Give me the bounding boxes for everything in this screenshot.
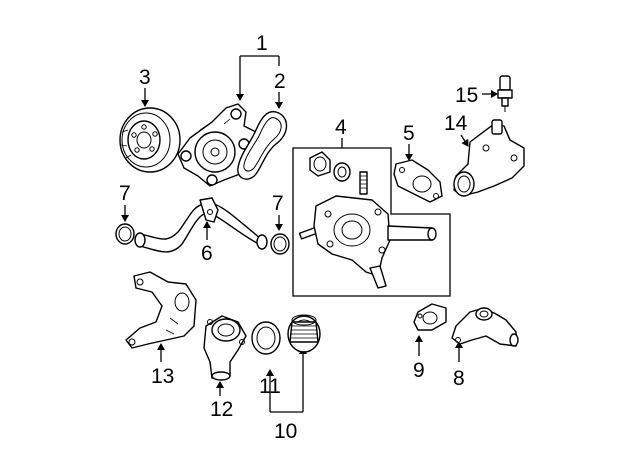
thermostat-housing-part-12 [203, 315, 247, 381]
pump-gasket-part-2 [237, 110, 288, 180]
callout-2: 2 [274, 70, 286, 93]
callout-7-right: 7 [272, 192, 284, 215]
callout-9: 9 [413, 359, 425, 382]
callout-13: 13 [151, 365, 174, 388]
callout-7-left: 7 [119, 182, 131, 205]
water-pump-part-1 [177, 103, 257, 187]
callout-5: 5 [403, 122, 415, 145]
leader-lines [121, 55, 498, 413]
seal-ring-part-11 [251, 321, 281, 355]
sensor-part-15 [497, 75, 513, 112]
o-ring-part-7-left [115, 223, 135, 245]
thermostat-part-10 [287, 314, 321, 353]
callout-3: 3 [139, 66, 151, 89]
callout-8: 8 [453, 367, 465, 390]
callout-15: 15 [455, 84, 478, 107]
callout-1: 1 [256, 32, 268, 55]
housing-inset-box-part-4 [292, 147, 451, 297]
outlet-housing-part-14 [453, 119, 525, 197]
pulley-part-3 [119, 107, 181, 173]
callout-10: 10 [274, 420, 297, 443]
water-pipe-part-6 [134, 197, 268, 253]
callout-6: 6 [201, 242, 213, 265]
bypass-housing-part-8 [451, 307, 519, 347]
callout-14: 14 [444, 112, 468, 135]
callout-12: 12 [210, 398, 233, 421]
o-ring-part-7-right [270, 233, 290, 255]
gasket-part-9 [413, 303, 447, 331]
bracket-part-13 [125, 271, 197, 349]
gasket-part-5 [393, 159, 443, 203]
callout-4: 4 [335, 116, 347, 139]
